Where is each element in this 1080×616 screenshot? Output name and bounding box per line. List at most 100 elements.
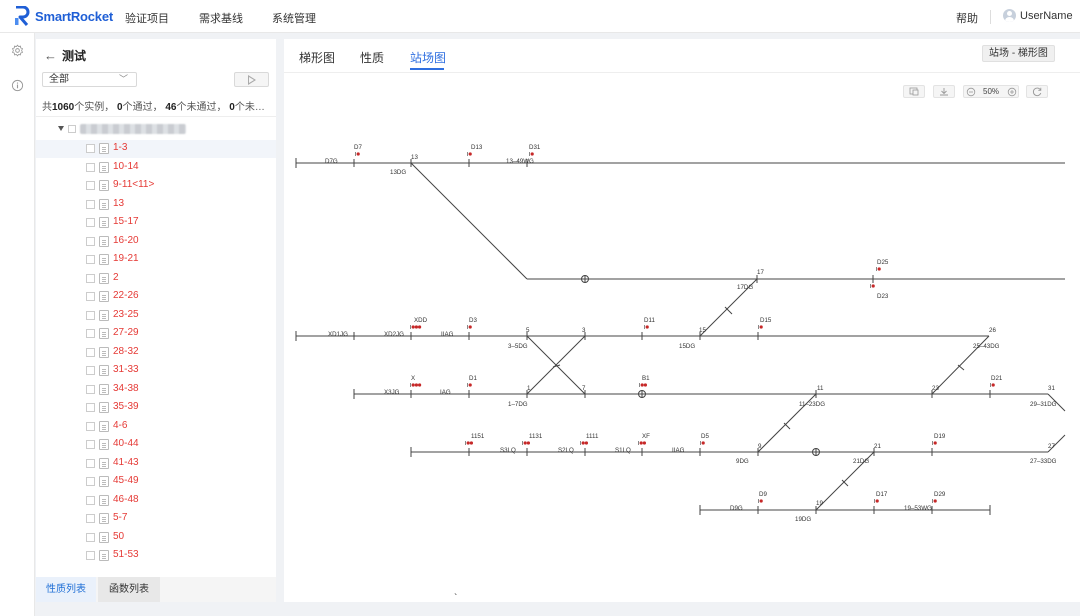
tree-item[interactable]: 9-11<11>: [36, 177, 276, 195]
signal-icon[interactable]: [932, 499, 937, 503]
tree-item[interactable]: 45-49: [36, 473, 276, 491]
logo[interactable]: SmartRocket: [14, 6, 113, 26]
tree-checkbox[interactable]: [86, 255, 95, 264]
nav-item-system[interactable]: 系统管理: [272, 13, 316, 25]
tab-properties[interactable]: 性质: [360, 51, 385, 65]
tree-item[interactable]: 4-6: [36, 418, 276, 436]
nav-item-baseline[interactable]: 需求基线: [199, 13, 243, 25]
tab-property-list[interactable]: 性质列表: [36, 577, 96, 602]
tree-item[interactable]: 46-48: [36, 492, 276, 510]
tree-checkbox[interactable]: [86, 440, 95, 449]
track-label: D19: [934, 433, 946, 440]
track-label: 19: [816, 500, 823, 507]
nav-item-projects[interactable]: 验证项目: [125, 13, 169, 25]
caret-down-icon[interactable]: [58, 126, 64, 131]
tree-checkbox[interactable]: [86, 366, 95, 375]
tree-checkbox[interactable]: [86, 421, 95, 431]
tree-item[interactable]: 50: [36, 529, 276, 547]
back-arrow-icon[interactable]: ←: [44, 47, 57, 63]
tree-item[interactable]: 35-39: [36, 399, 276, 417]
signal-icon[interactable]: [465, 441, 474, 445]
tree-item[interactable]: 2: [36, 270, 276, 288]
help-link[interactable]: 帮助: [956, 13, 978, 25]
signal-icon[interactable]: [410, 325, 422, 329]
track-label: X: [411, 375, 415, 382]
tree-checkbox[interactable]: [86, 199, 95, 209]
tree-checkbox[interactable]: [86, 384, 95, 394]
signal-icon[interactable]: [522, 441, 531, 445]
signal-icon[interactable]: [876, 267, 881, 271]
track-label: 27: [1048, 443, 1055, 450]
gear-icon[interactable]: [11, 44, 24, 57]
tree-checkbox[interactable]: [86, 495, 95, 505]
station-ladder-switch-button[interactable]: 站场 - 梯形图: [982, 45, 1055, 62]
tree-item[interactable]: 5-7: [36, 510, 276, 528]
tree-item[interactable]: 16-20: [36, 233, 276, 251]
tree-item[interactable]: 1-3: [36, 140, 276, 158]
tree-item[interactable]: 27-29: [36, 325, 276, 343]
tree-checkbox[interactable]: [86, 162, 95, 172]
run-button[interactable]: [234, 72, 269, 87]
signal-icon[interactable]: [355, 152, 360, 156]
tree-item[interactable]: 51-53: [36, 547, 276, 565]
signal-icon[interactable]: [580, 441, 589, 445]
station-diagram[interactable]: D7GD71313DGD13D3113–49WG1717DGD25D23XD1J…: [284, 39, 1080, 602]
tree-checkbox[interactable]: [86, 347, 95, 357]
signal-icon[interactable]: [410, 383, 422, 387]
refresh-button[interactable]: [1026, 85, 1048, 98]
avatar-icon[interactable]: [1003, 9, 1016, 22]
signal-icon[interactable]: [758, 499, 763, 503]
tree-checkbox[interactable]: [68, 125, 76, 133]
tree-checkbox[interactable]: [86, 514, 95, 523]
tree-item[interactable]: 23-25: [36, 307, 276, 325]
tree-checkbox[interactable]: [86, 477, 95, 486]
filter-select[interactable]: 全部 ﹀: [42, 72, 137, 87]
tree-item[interactable]: 31-33: [36, 362, 276, 380]
signal-icon[interactable]: [639, 383, 648, 387]
tree-item[interactable]: 40-44: [36, 436, 276, 454]
tree-checkbox[interactable]: [86, 218, 95, 227]
tree-checkbox[interactable]: [86, 403, 95, 412]
zoom-in-icon[interactable]: [1007, 87, 1017, 97]
tree-item[interactable]: 19-21: [36, 251, 276, 269]
signal-icon[interactable]: [932, 441, 937, 445]
info-icon[interactable]: [11, 79, 24, 92]
download-button[interactable]: [933, 85, 955, 98]
signal-icon[interactable]: [638, 441, 647, 445]
tree-checkbox[interactable]: [86, 310, 95, 320]
tab-function-list[interactable]: 函数列表: [98, 577, 160, 602]
tree-checkbox[interactable]: [86, 144, 95, 153]
signal-icon[interactable]: [758, 325, 763, 329]
tree-checkbox[interactable]: [86, 273, 95, 283]
zoom-out-icon[interactable]: [966, 87, 976, 97]
tree-checkbox[interactable]: [86, 532, 95, 542]
signal-icon[interactable]: [644, 325, 649, 329]
tree-checkbox[interactable]: [86, 551, 95, 560]
tree-item[interactable]: 15-17: [36, 214, 276, 232]
track-label: 13DG: [390, 169, 406, 176]
signal-icon[interactable]: [529, 152, 534, 156]
signal-icon[interactable]: [700, 441, 705, 445]
tree-root[interactable]: [36, 123, 276, 137]
tree-item[interactable]: 13: [36, 196, 276, 214]
tree-item[interactable]: 34-38: [36, 381, 276, 399]
tree-checkbox[interactable]: [86, 292, 95, 301]
tree-item[interactable]: 22-26: [36, 288, 276, 306]
tree-checkbox[interactable]: [86, 181, 95, 190]
signal-icon[interactable]: [990, 383, 995, 387]
signal-icon[interactable]: [467, 152, 472, 156]
signal-icon[interactable]: [467, 383, 472, 387]
tree-item[interactable]: 10-14: [36, 159, 276, 177]
username[interactable]: UserName: [1020, 10, 1073, 22]
tab-ladder-diagram[interactable]: 梯形图: [299, 51, 336, 65]
tree-item[interactable]: 28-32: [36, 344, 276, 362]
tree-checkbox[interactable]: [86, 236, 95, 246]
fit-screen-button[interactable]: [903, 85, 925, 98]
tree-item[interactable]: 41-43: [36, 455, 276, 473]
tree-checkbox[interactable]: [86, 458, 95, 468]
tree-checkbox[interactable]: [86, 329, 95, 338]
signal-icon[interactable]: [870, 284, 875, 288]
signal-icon[interactable]: [874, 499, 879, 503]
tab-station-diagram[interactable]: 站场图: [410, 51, 447, 65]
signal-icon[interactable]: [467, 325, 472, 329]
